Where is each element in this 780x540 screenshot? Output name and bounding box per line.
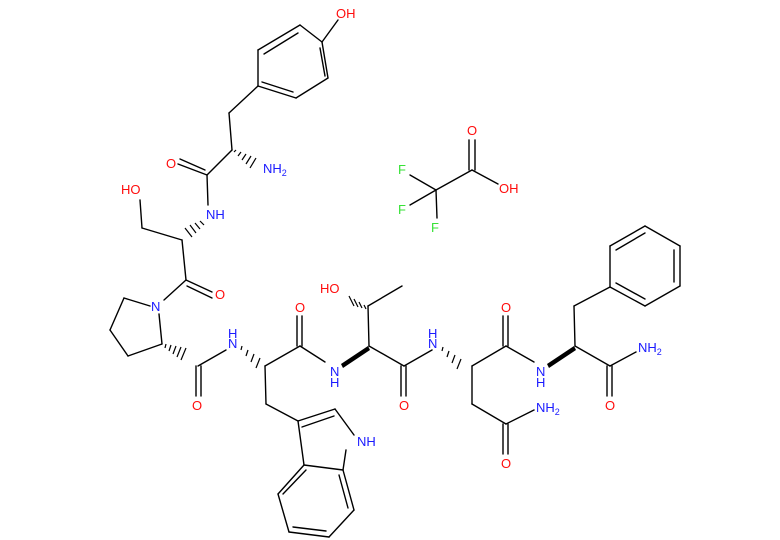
phe-amide-nh2-label: NH2 — [638, 340, 662, 357]
ser-carbonyl-o: O — [215, 287, 225, 302]
thr-n-label: N — [330, 364, 339, 379]
thr-hydroxyl-label: HO — [320, 281, 340, 296]
asn-h-label: H — [428, 326, 437, 341]
trp-hash-bond — [240, 345, 261, 369]
tfa-fluorine-2: F — [398, 202, 406, 217]
asn-n-label: N — [428, 336, 437, 351]
thr-wedge-bond — [341, 346, 370, 368]
phenyl-ring — [609, 225, 681, 307]
indole-ring — [277, 408, 355, 538]
tyrosine-ring — [257, 19, 339, 99]
asn-amide-nh2-label: NH2 — [536, 400, 560, 417]
ser-hash-bond — [184, 220, 205, 238]
asn-side-carbonyl-o: O — [501, 456, 511, 471]
trifluoroacetic-acid — [409, 139, 499, 219]
tfa-fluorine-1: F — [398, 162, 406, 177]
tfa-carbonyl-o: O — [467, 123, 477, 138]
tyr-amine-label: NH2 — [263, 161, 287, 178]
tfa-fluorine-3: F — [431, 220, 439, 235]
trp-n-label: N — [228, 336, 237, 351]
thr-carbonyl-o: O — [399, 398, 409, 413]
phe-n-label: N — [536, 364, 545, 379]
tyr-hydroxyl-label: OH — [336, 6, 356, 21]
asn-carbonyl-o: O — [501, 300, 511, 315]
indole-nh-label: NH — [357, 434, 376, 449]
pro-n-label: N — [151, 299, 160, 314]
thr-hash-bond — [348, 295, 367, 310]
tyr-hash-bond — [233, 149, 257, 169]
phe-wedge-bond — [547, 346, 576, 368]
phe-carbonyl-o: O — [605, 398, 615, 413]
pro-hash-bond — [164, 343, 187, 361]
trp-carbonyl-o: O — [295, 300, 305, 315]
thr-h-label: H — [330, 375, 339, 390]
trp-h-label: H — [228, 326, 237, 341]
tyr-carbonyl-o: O — [166, 156, 176, 171]
phe-h-label: H — [536, 375, 545, 390]
ser-nh-label: NH — [206, 207, 225, 222]
tfa-hydroxyl-label: OH — [499, 181, 519, 196]
asn-hash-bond — [441, 346, 462, 370]
pro-carbonyl-o: O — [192, 398, 202, 413]
ser-hydroxyl-label: HO — [121, 182, 141, 197]
